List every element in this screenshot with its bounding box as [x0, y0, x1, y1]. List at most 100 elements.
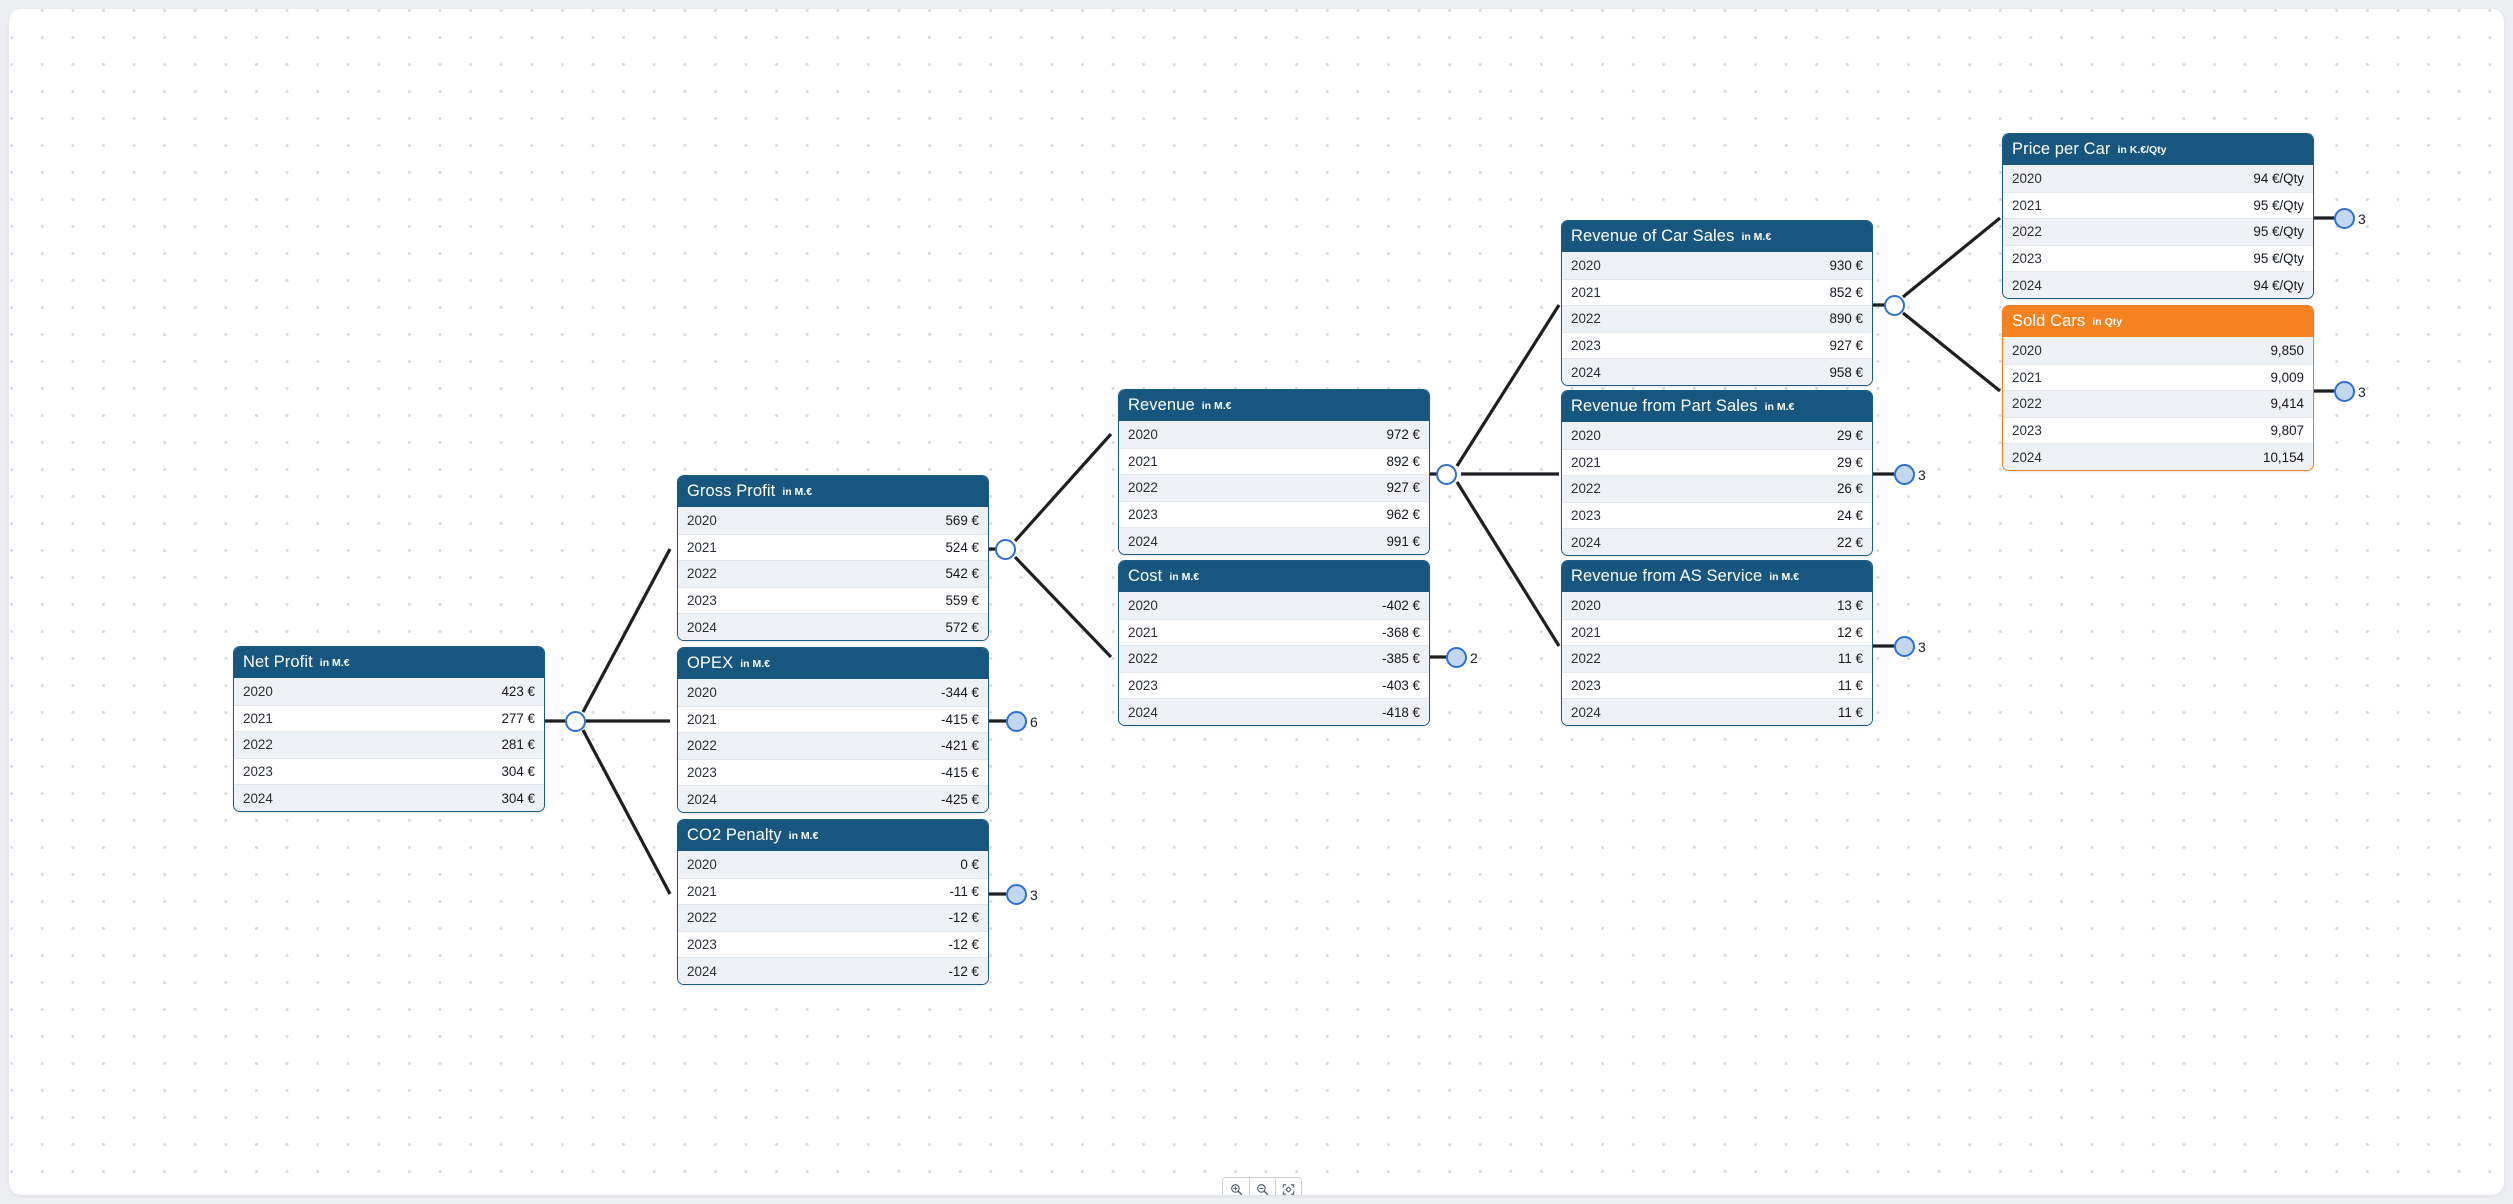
node-row[interactable]: 2023-415 € [678, 758, 988, 786]
node-row[interactable]: 2022-385 € [1119, 645, 1429, 672]
node-row[interactable]: 2021-415 € [678, 705, 988, 733]
fit-to-screen-button[interactable] [1275, 1178, 1301, 1195]
node-row[interactable]: 2021-11 € [678, 877, 988, 905]
node-cost[interactable]: Cost in M.€ 2020-402 €2021-368 €2022-385… [1118, 560, 1430, 726]
expand-circle-icon[interactable] [2334, 208, 2355, 229]
row-year-label: 2024 [1571, 534, 1601, 550]
diagram-canvas[interactable]: 6 3 2 3 3 3 3 Net Profit [9, 9, 2504, 1195]
node-header: Price per Car in K.€/Qty [2003, 134, 2313, 165]
zoom-in-button[interactable] [1223, 1178, 1249, 1195]
junction-gross-profit[interactable] [995, 539, 1016, 560]
badge-sold-cars[interactable]: 3 [2334, 381, 2366, 402]
expand-circle-icon[interactable] [1894, 464, 1915, 485]
node-unit: in M.€ [788, 830, 819, 843]
node-row[interactable]: 2022-12 € [678, 904, 988, 931]
node-row[interactable]: 2023-403 € [1119, 671, 1429, 699]
junction-car-sales[interactable] [1884, 295, 1905, 316]
node-row[interactable]: 2024-12 € [678, 957, 988, 984]
row-value: -12 € [948, 910, 979, 926]
node-unit: in M.€ [1741, 231, 1772, 244]
node-row[interactable]: 2020-344 € [678, 679, 988, 706]
expand-circle-icon[interactable] [1006, 711, 1027, 732]
zoom-out-button[interactable] [1249, 1178, 1275, 1195]
row-value: 95 €/Qty [2253, 197, 2304, 213]
junction-revenue[interactable] [1436, 464, 1457, 485]
node-row[interactable]: 2021-368 € [1119, 618, 1429, 646]
badge-count: 3 [1918, 466, 1926, 483]
row-value: 9,009 [2270, 369, 2304, 385]
node-header: Revenue in M.€ [1119, 390, 1429, 421]
fit-to-screen-icon [1282, 1183, 1295, 1195]
badge-price-per-car[interactable]: 3 [2334, 208, 2366, 229]
badge-part-sales[interactable]: 3 [1894, 464, 1926, 485]
badge-cost[interactable]: 2 [1446, 647, 1478, 668]
expand-circle-icon[interactable] [2334, 381, 2355, 402]
node-row[interactable]: 2024-418 € [1119, 698, 1429, 725]
expand-circle-icon[interactable] [1446, 647, 1467, 668]
node-row[interactable]: 2020-402 € [1119, 592, 1429, 619]
expand-circle-icon[interactable] [1894, 636, 1915, 657]
badge-co2-penalty[interactable]: 3 [1006, 884, 1038, 905]
node-opex[interactable]: OPEX in M.€ 2020-344 €2021-415 €2022-421… [677, 647, 989, 813]
row-year-label: 2024 [1128, 533, 1158, 549]
node-row[interactable]: 2023-12 € [678, 930, 988, 958]
badge-as-service[interactable]: 3 [1894, 636, 1926, 657]
row-value: -402 € [1382, 597, 1420, 613]
badge-opex[interactable]: 6 [1006, 711, 1038, 732]
node-row[interactable]: 2024-425 € [678, 785, 988, 812]
junction-net-profit[interactable] [565, 711, 586, 732]
node-row[interactable]: 2022-421 € [678, 732, 988, 759]
expand-circle-icon[interactable] [1006, 884, 1027, 905]
